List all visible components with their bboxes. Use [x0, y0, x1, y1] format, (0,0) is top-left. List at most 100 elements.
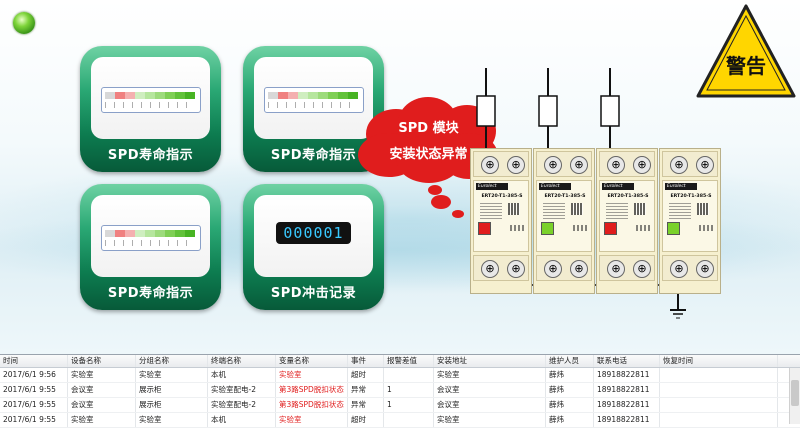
module-brand: Eurolect: [602, 183, 634, 190]
module-top-screw-block: ⊕⊕: [473, 151, 529, 177]
table-cell: 实验室配电-2: [208, 398, 276, 412]
module-top-screw-block: ⊕⊕: [662, 151, 718, 177]
table-cell: 薛炜: [546, 368, 594, 382]
table-cell: 本机: [208, 413, 276, 427]
table-cell: 实验室: [68, 368, 136, 382]
column-header[interactable]: 恢复时间: [660, 355, 778, 367]
column-header[interactable]: 终端名称: [208, 355, 276, 367]
gauge-ticks: [268, 102, 358, 108]
module-bottom-screw-block: ⊕⊕: [662, 255, 718, 281]
table-cell: 薛炜: [546, 398, 594, 412]
table-cell: [384, 368, 434, 382]
spd-life-tile-1[interactable]: SPD寿命指示: [80, 46, 221, 172]
screw-icon: ⊕: [481, 156, 499, 174]
scrollbar-thumb[interactable]: [791, 380, 799, 406]
screw-icon: ⊕: [607, 156, 625, 174]
table-cell: 超时: [348, 413, 384, 427]
table-cell: 实验室配电-2: [208, 383, 276, 397]
column-header[interactable]: 联系电话: [594, 355, 660, 367]
qr-code-icon: [697, 203, 709, 215]
ce-mark-icon: [573, 225, 587, 231]
event-table: 时间设备名称分组名称终端名称变量名称事件报警差值安装地址维护人员联系电话恢复时间…: [0, 354, 800, 428]
life-gauge-bar: [105, 230, 195, 237]
table-cell: [384, 413, 434, 427]
column-header[interactable]: 事件: [348, 355, 384, 367]
column-header[interactable]: 分组名称: [136, 355, 208, 367]
tile-label: SPD寿命指示: [107, 148, 194, 163]
table-cell: 2017/6/1 9:55: [0, 413, 68, 427]
spd-life-tile-3[interactable]: SPD寿命指示: [80, 184, 221, 310]
module-model: ERT20-T1-385-S: [544, 194, 586, 199]
table-cell: 超时: [348, 368, 384, 382]
impact-counter: 000001: [276, 222, 351, 244]
table-cell: 第3路SPD脱扣状态: [276, 398, 348, 412]
table-cell: 本机: [208, 368, 276, 382]
column-header[interactable]: 设备名称: [68, 355, 136, 367]
table-cell: [660, 398, 778, 412]
screw-icon: ⊕: [670, 156, 688, 174]
table-cell: 异常: [348, 398, 384, 412]
column-header[interactable]: 变量名称: [276, 355, 348, 367]
module-brand: Eurolect: [539, 183, 571, 190]
module-model: ERT20-T1-385-S: [670, 194, 712, 199]
table-cell: 实验室: [276, 413, 348, 427]
column-header[interactable]: 时间: [0, 355, 68, 367]
gauge-ticks: [105, 240, 195, 246]
screw-icon: ⊕: [507, 156, 525, 174]
module-model: ERT20-T1-385-S: [607, 194, 649, 199]
monitor-panel: SPD寿命指示 SPD寿命指示: [0, 0, 800, 354]
table-cell: 1: [384, 383, 434, 397]
warning-sign-icon: 警告: [694, 2, 798, 104]
column-header[interactable]: 报警差值: [384, 355, 434, 367]
warning-sign-text: 警告: [726, 54, 766, 78]
table-cell: 实验室: [434, 413, 546, 427]
life-gauge: [101, 87, 201, 113]
life-gauge-bar: [105, 92, 195, 99]
screw-icon: ⊕: [544, 156, 562, 174]
column-header[interactable]: 维护人员: [546, 355, 594, 367]
screw-icon: ⊕: [507, 260, 525, 278]
tile-label: SPD寿命指示: [270, 148, 357, 163]
spd-module-assembly: [470, 60, 730, 320]
module-status-indicator: [478, 222, 491, 235]
table-cell: [660, 383, 778, 397]
table-cell: 18918822811: [594, 368, 660, 382]
spd-impact-record-tile[interactable]: 000001 SPD冲击记录: [243, 184, 384, 310]
table-cell: 实验室: [434, 368, 546, 382]
table-cell: 会议室: [68, 383, 136, 397]
module-spec-lines: [669, 203, 691, 219]
qr-code-icon: [508, 203, 520, 215]
life-gauge: [264, 87, 364, 113]
qr-code-icon: [634, 203, 646, 215]
screw-icon: ⊕: [607, 260, 625, 278]
table-cell: 18918822811: [594, 383, 660, 397]
column-header[interactable]: 安装地址: [434, 355, 546, 367]
module-top-screw-block: ⊕⊕: [536, 151, 592, 177]
tile-label: SPD寿命指示: [107, 286, 194, 301]
vertical-scrollbar[interactable]: [789, 368, 800, 424]
module-spec-lines: [480, 203, 502, 219]
ce-mark-icon: [636, 225, 650, 231]
screw-icon: ⊕: [570, 156, 588, 174]
table-cell: 展示柜: [136, 383, 208, 397]
screw-icon: ⊕: [570, 260, 588, 278]
tile-screen: [91, 195, 210, 277]
tile-screen: [91, 57, 210, 139]
screw-icon: ⊕: [696, 260, 714, 278]
module-brand: Eurolect: [665, 183, 697, 190]
table-cell: [660, 413, 778, 427]
table-header: 时间设备名称分组名称终端名称变量名称事件报警差值安装地址维护人员联系电话恢复时间: [0, 355, 800, 368]
module-spec-lines: [606, 203, 628, 219]
module-spec-lines: [543, 203, 565, 219]
table-cell: 薛炜: [546, 383, 594, 397]
